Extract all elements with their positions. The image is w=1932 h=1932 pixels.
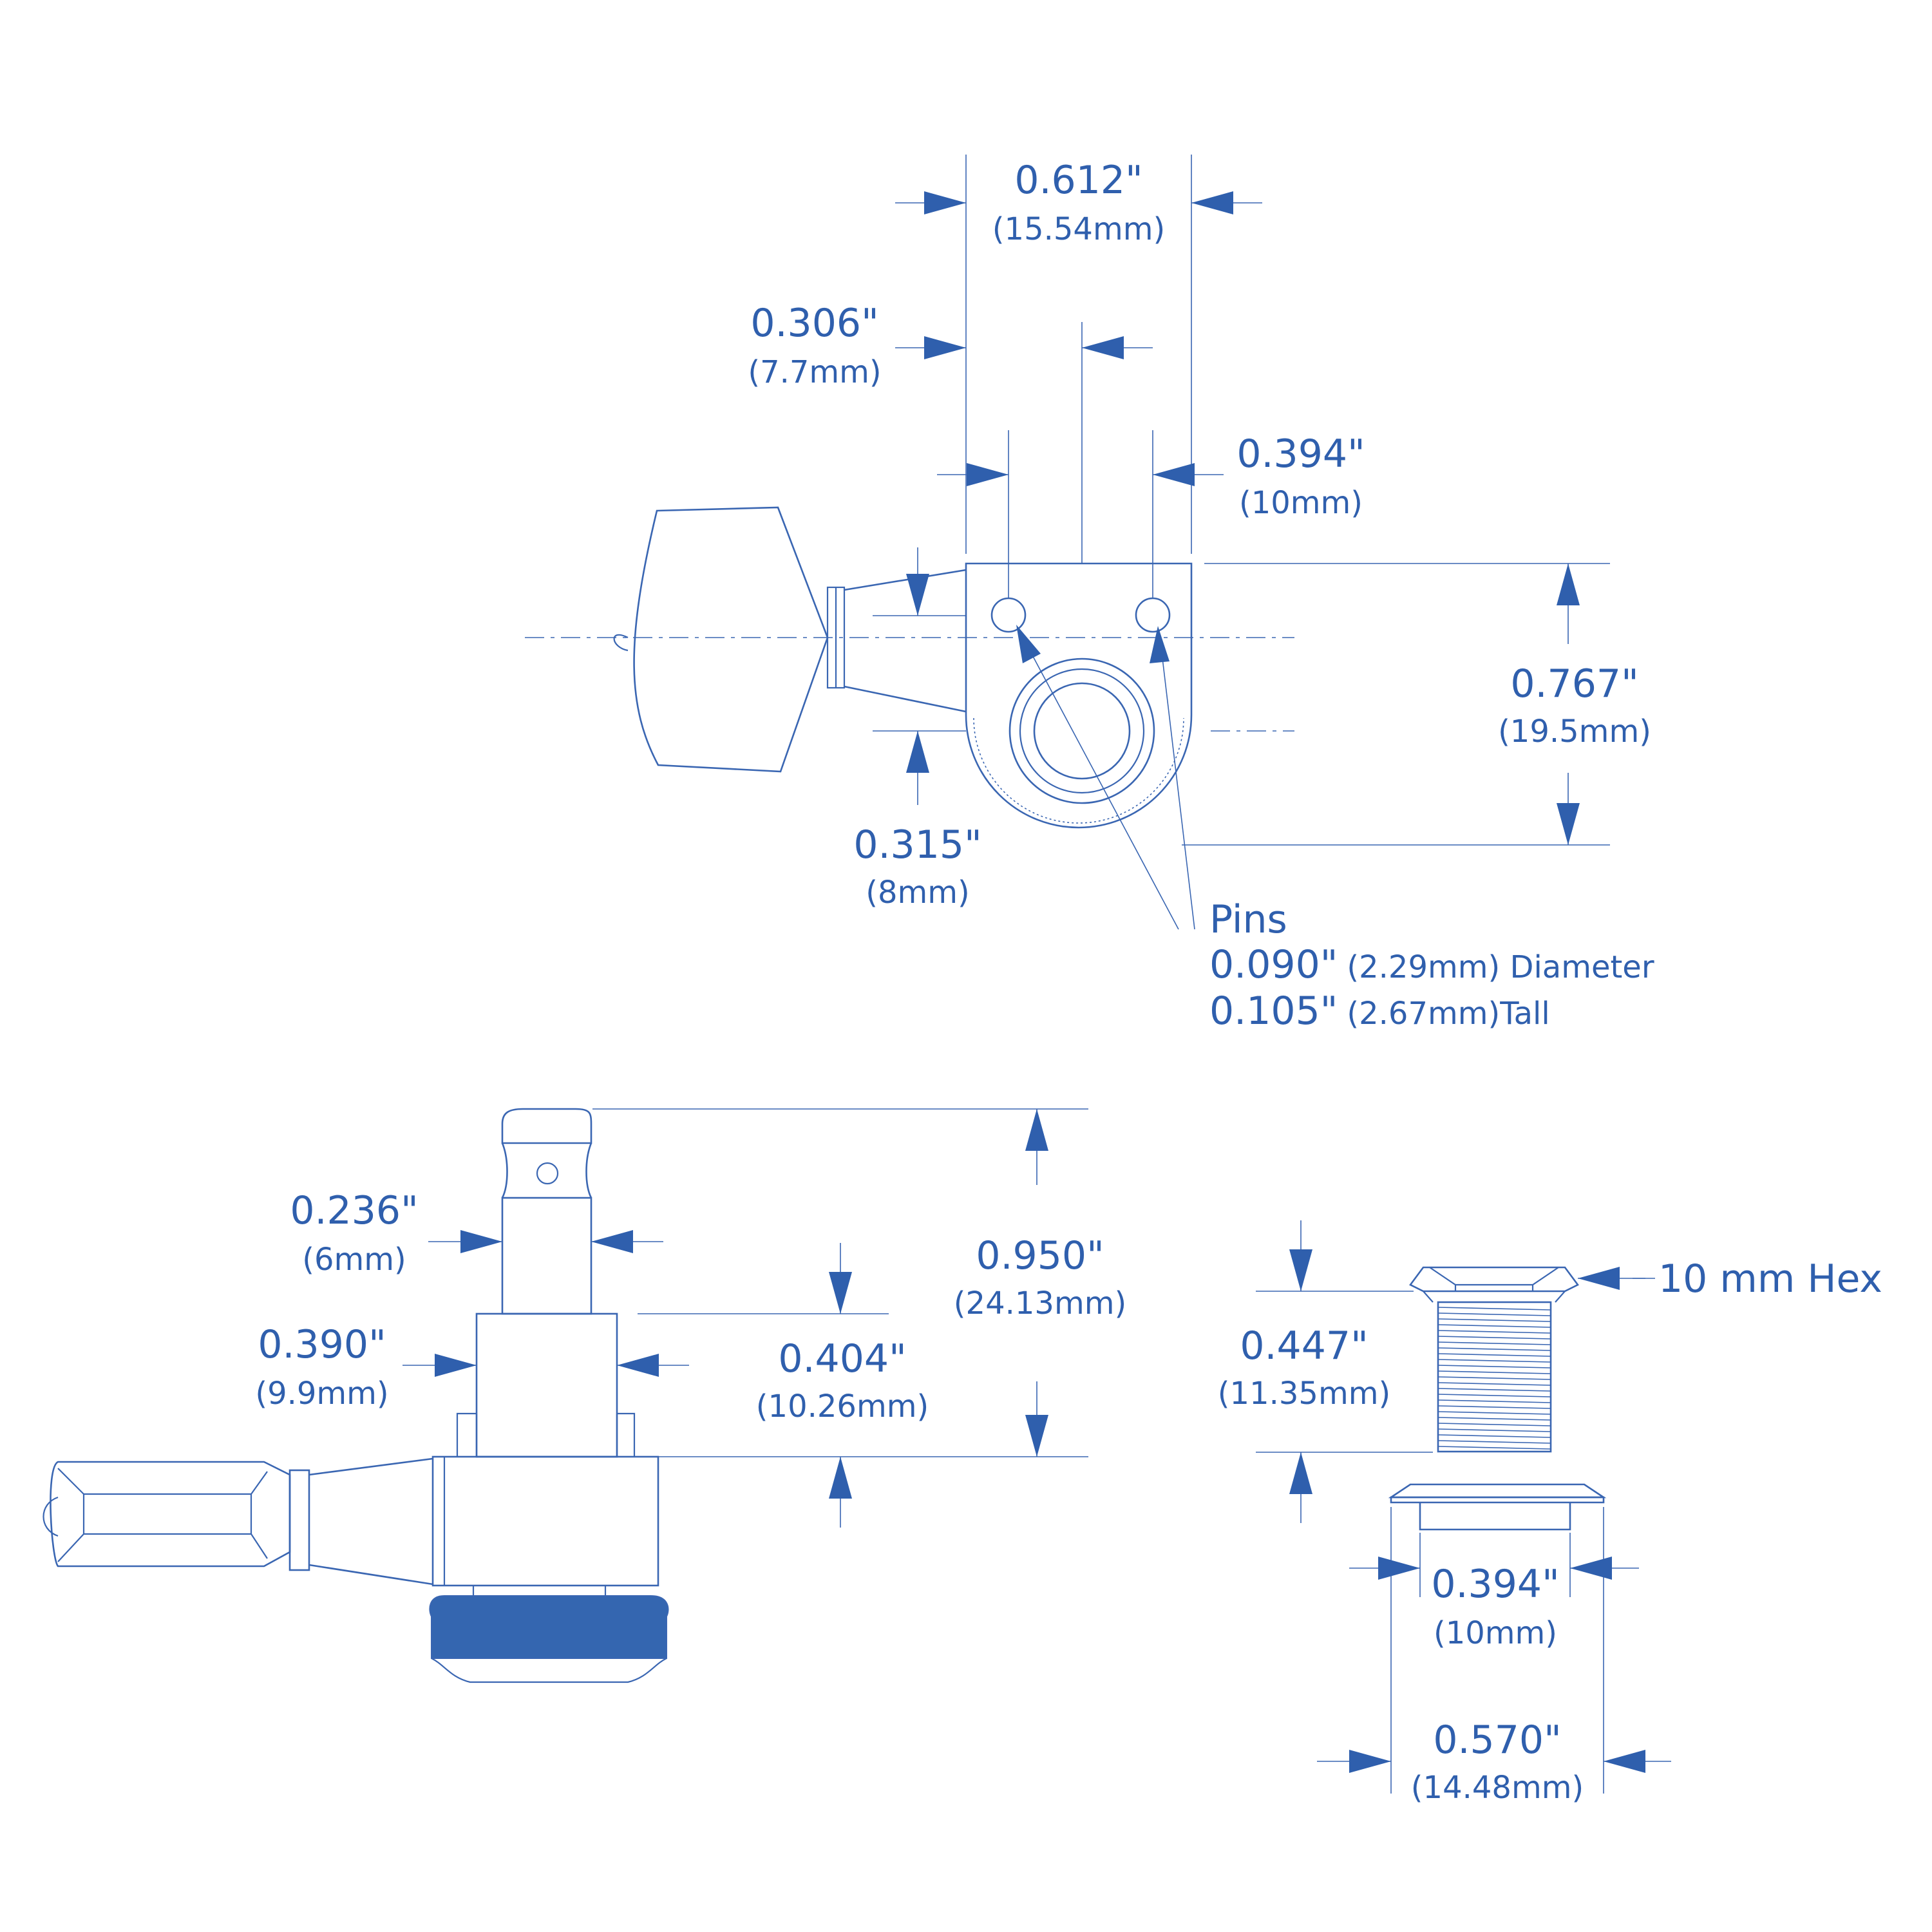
string-hole bbox=[536, 1162, 559, 1185]
dim-base-height-in: 0.404" bbox=[778, 1336, 906, 1381]
side-shaft bbox=[308, 1457, 433, 1586]
thread-line bbox=[1437, 1428, 1551, 1432]
dim-pin-spacing-mm: (10mm) bbox=[1239, 485, 1363, 521]
dim-total-height-mm: (24.13mm) bbox=[954, 1285, 1126, 1321]
thread-line bbox=[1437, 1307, 1551, 1311]
key-tip bbox=[613, 634, 629, 652]
bushing-base bbox=[475, 1312, 618, 1458]
dim-pin-to-center-in: 0.306" bbox=[750, 301, 878, 346]
thread-line bbox=[1437, 1341, 1551, 1345]
tuner-key bbox=[633, 506, 829, 773]
pins-tall: 0.105"(2.67mm)Tall bbox=[1209, 989, 1550, 1034]
dim-total-height-in: 0.950" bbox=[976, 1233, 1104, 1278]
post-outer-ring bbox=[1009, 658, 1155, 804]
pin-right bbox=[1135, 597, 1171, 633]
dim-width-overall-in: 0.612" bbox=[1014, 158, 1142, 203]
dim-base-height-mm: (10.26mm) bbox=[756, 1388, 929, 1425]
side-view: 0.236" (6mm) 0.390" (9.9mm) 0.950" (24.1… bbox=[43, 1108, 1126, 1683]
side-key bbox=[50, 1461, 291, 1567]
side-gear bbox=[429, 1595, 669, 1659]
dim-pin-spacing-in: 0.394" bbox=[1236, 431, 1365, 477]
thread-line bbox=[1437, 1440, 1551, 1444]
gear-edge bbox=[973, 717, 1184, 824]
dim-thread-diameter-mm: (10mm) bbox=[1434, 1615, 1557, 1651]
thread-line bbox=[1437, 1417, 1551, 1421]
thread-line bbox=[1437, 1434, 1551, 1438]
thread-line bbox=[1437, 1382, 1551, 1386]
thread-line bbox=[1437, 1394, 1551, 1397]
side-housing bbox=[431, 1455, 659, 1587]
dim-washer-diameter-mm: (14.48mm) bbox=[1411, 1770, 1584, 1806]
thread-line bbox=[1437, 1365, 1551, 1368]
housing bbox=[965, 562, 1193, 829]
side-key-tip bbox=[43, 1496, 59, 1537]
base-tabs bbox=[456, 1412, 636, 1457]
thread-line bbox=[1437, 1370, 1551, 1374]
thread-line bbox=[1437, 1330, 1551, 1334]
dim-post-diameter-in: 0.236" bbox=[290, 1188, 418, 1233]
dim-pin-to-center-mm: (7.7mm) bbox=[748, 354, 881, 390]
thread-line bbox=[1437, 1399, 1551, 1403]
washer bbox=[1388, 1483, 1607, 1499]
dim-post-offset-mm: (8mm) bbox=[866, 875, 970, 911]
dim-base-diameter-mm: (9.9mm) bbox=[255, 1376, 388, 1412]
dim-washer-diameter-in: 0.570" bbox=[1433, 1718, 1561, 1763]
thread-line bbox=[1437, 1423, 1551, 1426]
thread-line bbox=[1437, 1446, 1551, 1450]
thread-line bbox=[1437, 1353, 1551, 1357]
post-cap bbox=[501, 1108, 592, 1144]
thread-line bbox=[1437, 1405, 1551, 1409]
dim-post-offset-in: 0.315" bbox=[853, 822, 981, 867]
post-inner bbox=[1033, 682, 1131, 780]
dim-thread-diameter-in: 0.394" bbox=[1431, 1562, 1559, 1607]
thread-line bbox=[1437, 1347, 1551, 1351]
post bbox=[501, 1197, 592, 1315]
threads bbox=[1437, 1307, 1551, 1450]
dim-bushing-length-mm: (11.35mm) bbox=[1218, 1376, 1390, 1412]
dim-width-overall-mm: (15.54mm) bbox=[992, 211, 1165, 247]
top-view: 0.612" (15.54mm) 0.306" (7.7mm) 0.394" (… bbox=[525, 155, 1654, 1034]
bushing-view: 10 mm Hex 0.447" (11.35mm) 0.394" (10mm)… bbox=[1218, 1220, 1882, 1806]
side-collar bbox=[289, 1469, 310, 1571]
dim-bushing-length-in: 0.447" bbox=[1240, 1323, 1368, 1368]
post-mid-ring bbox=[1019, 668, 1145, 794]
washer-sleeve bbox=[1419, 1502, 1571, 1531]
dim-height-overall-mm: (19.5mm) bbox=[1498, 714, 1651, 750]
dim-base-diameter-in: 0.390" bbox=[258, 1322, 386, 1367]
pins-title: Pins bbox=[1209, 897, 1287, 942]
thread-line bbox=[1437, 1318, 1551, 1322]
pin-left bbox=[990, 597, 1027, 633]
shaft bbox=[844, 569, 967, 713]
thread-line bbox=[1437, 1359, 1551, 1363]
thread-line bbox=[1437, 1388, 1551, 1392]
thread-line bbox=[1437, 1376, 1551, 1380]
dim-post-diameter-mm: (6mm) bbox=[302, 1242, 406, 1278]
dim-height-overall-in: 0.767" bbox=[1510, 661, 1638, 706]
post-neck bbox=[501, 1142, 592, 1198]
thread-line bbox=[1437, 1324, 1551, 1328]
thread-line bbox=[1437, 1336, 1551, 1340]
pins-diameter: 0.090"(2.29mm) Diameter bbox=[1209, 942, 1654, 987]
thread-line bbox=[1437, 1411, 1551, 1415]
hex-size-label: 10 mm Hex bbox=[1658, 1256, 1882, 1302]
thread-line bbox=[1437, 1312, 1551, 1316]
